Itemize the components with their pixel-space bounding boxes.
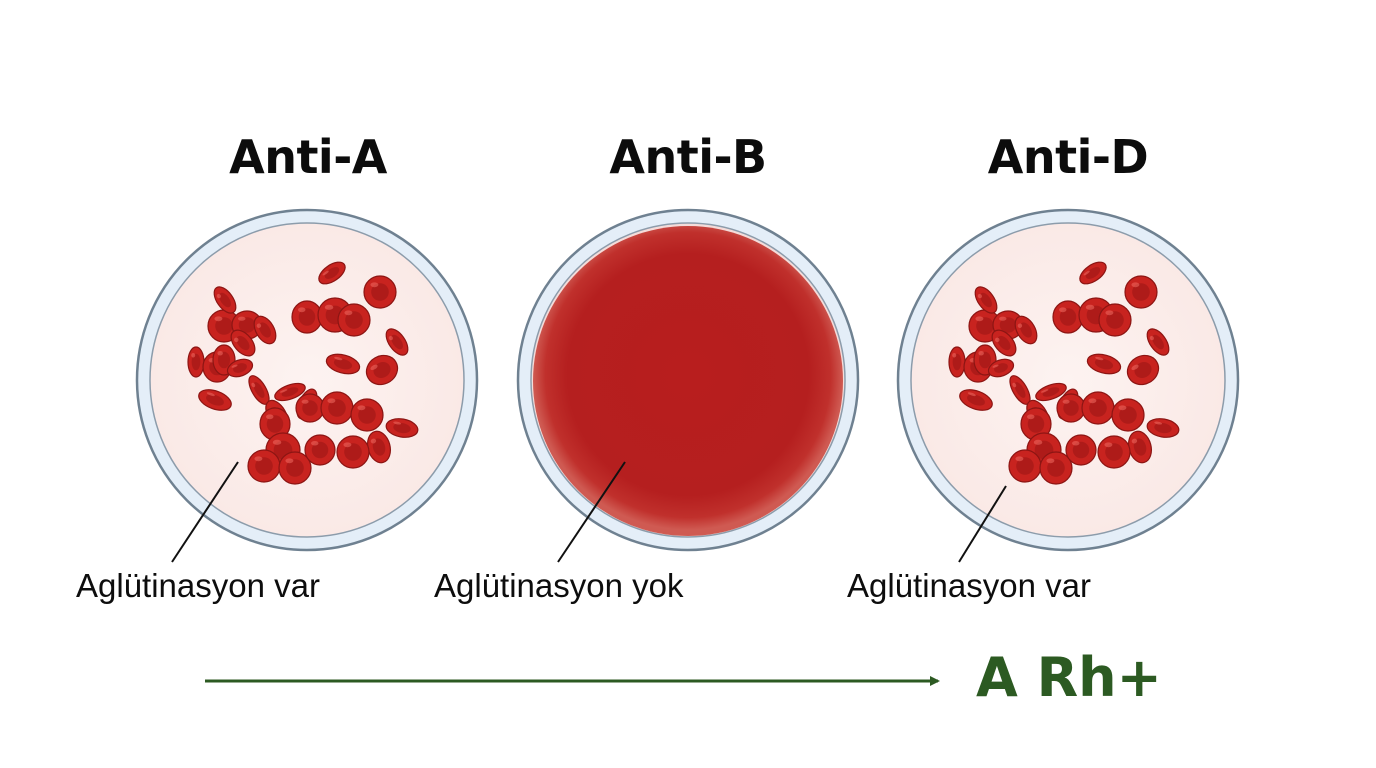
red-blood-cell [274,382,306,402]
red-blood-cell [198,389,232,411]
red-blood-cell [337,303,371,337]
red-blood-cell [1056,393,1086,423]
panel-title-anti-b: Anti-B [609,130,767,184]
leader-line-anti-a [171,461,239,563]
red-blood-cell [1098,303,1132,337]
red-blood-cell [1081,391,1115,425]
red-blood-cell [1009,375,1031,405]
red-blood-cell [1020,407,1052,441]
red-blood-cell [1146,418,1180,438]
petri-dish-anti-d [896,208,1240,563]
red-blood-cell [1146,328,1170,356]
agglutinated-cells-anti-a [187,261,419,485]
red-blood-cell [365,354,399,386]
red-blood-cell [247,449,281,483]
red-blood-cell [987,358,1015,378]
red-blood-cell [291,300,323,334]
red-blood-cell [278,451,312,485]
leader-line-anti-d [958,485,1007,563]
petri-dish-anti-a [135,208,479,563]
red-blood-cell [385,328,409,356]
leader-line-anti-b [557,461,626,563]
red-blood-cell [231,310,263,340]
petri-dish-anti-b [516,208,860,563]
red-blood-cell [385,418,419,438]
diffuse-red-suspension [533,226,843,536]
red-blood-cell [948,346,966,378]
red-blood-cell [1111,398,1145,432]
red-blood-cell [1127,430,1153,464]
red-blood-cell [974,286,998,314]
red-blood-cell [230,329,256,357]
red-blood-cell [213,286,237,314]
caption-anti-a: Aglütinasyon var [76,567,320,604]
red-blood-cell [363,275,397,309]
red-blood-cell [1065,434,1097,466]
red-blood-cell [959,389,993,411]
red-blood-cell [350,398,384,432]
red-blood-cell [1052,300,1084,334]
red-blood-cell [325,353,361,375]
red-blood-cell [1035,382,1067,402]
agglutinated-cells-anti-d [948,261,1180,485]
red-blood-cell [187,346,205,378]
blood-type-result: A Rh+ [976,646,1162,709]
red-blood-cell [1086,353,1122,375]
red-blood-cell [1124,275,1158,309]
red-blood-cell [253,315,277,345]
red-blood-cell [1097,435,1131,469]
red-blood-cell [318,261,346,285]
red-blood-cell [366,430,392,464]
red-blood-cell [320,391,354,425]
red-blood-cell [1079,261,1107,285]
red-blood-cell [259,407,291,441]
red-blood-cell [1014,315,1038,345]
red-blood-cell [1008,449,1042,483]
red-blood-cell [295,393,325,423]
panel-title-anti-a: Anti-A [229,130,387,184]
panel-title-anti-d: Anti-D [987,130,1149,184]
red-blood-cell [226,358,254,378]
red-blood-cell [991,329,1017,357]
red-blood-cell [1126,354,1160,386]
red-blood-cell [336,435,370,469]
red-blood-cell [304,434,336,466]
caption-anti-b: Aglütinasyon yok [434,567,684,604]
red-blood-cell [1039,451,1073,485]
caption-anti-d: Aglütinasyon var [847,567,1091,604]
